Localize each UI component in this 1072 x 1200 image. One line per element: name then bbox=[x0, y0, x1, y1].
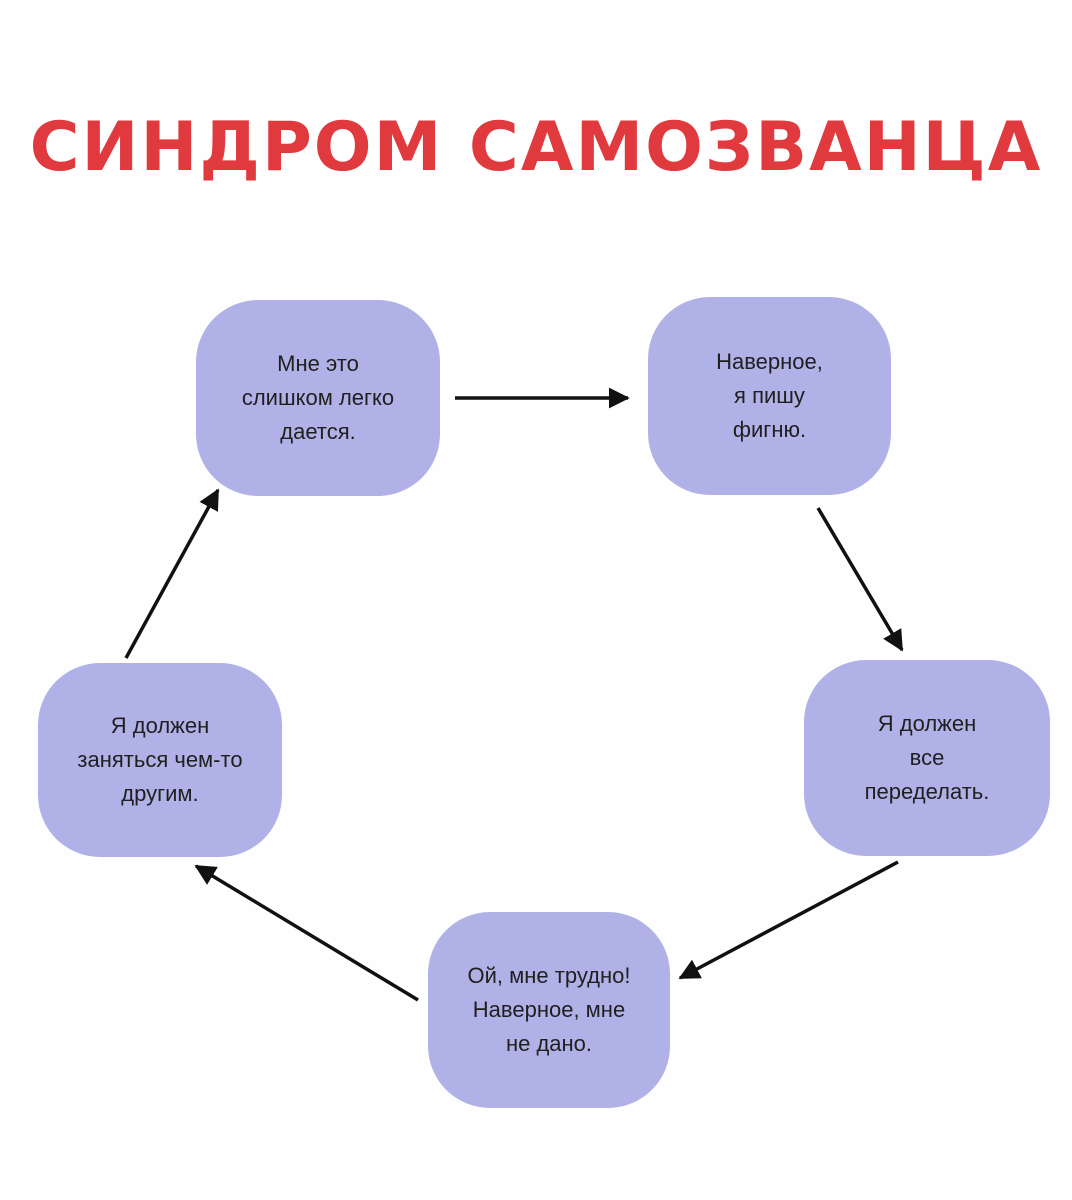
node-too-hard: Ой, мне трудно! Наверное, мне не дано. bbox=[428, 912, 670, 1108]
node-line: другим. bbox=[121, 781, 199, 806]
node-line: Мне это bbox=[277, 351, 359, 376]
diagram-title: СИНДРОМ САМОЗВАНЦА bbox=[29, 108, 1043, 187]
arrow-5-to-1 bbox=[124, 488, 220, 659]
node-line: не дано. bbox=[505, 1031, 593, 1056]
node-too-easy: Мне это слишком легко дается. bbox=[196, 300, 440, 496]
node-line: Наверное, мне bbox=[472, 997, 626, 1022]
node-redo-everything: Я должен все переделать. bbox=[804, 660, 1050, 856]
node-line: все bbox=[909, 745, 945, 770]
node-line: дается. bbox=[280, 419, 356, 444]
node-do-something-else: Я должен заняться чем-то другим. bbox=[38, 663, 282, 857]
node-line: переделать. bbox=[864, 779, 990, 804]
node-line: Я должен bbox=[110, 713, 210, 738]
node-line: Наверное, bbox=[716, 349, 823, 374]
arrow-3-to-4 bbox=[678, 860, 899, 980]
node-line: я пишу bbox=[734, 383, 805, 408]
node-line: Я должен bbox=[877, 711, 977, 736]
arrow-4-to-5 bbox=[194, 864, 419, 1002]
node-line: заняться чем-то bbox=[77, 747, 243, 772]
arrow-2-to-3 bbox=[816, 507, 904, 652]
node-line: слишком легко bbox=[241, 385, 395, 410]
node-writing-nonsense: Наверное, я пишу фигню. bbox=[648, 297, 891, 495]
node-line: Ой, мне трудно! bbox=[467, 963, 631, 988]
node-line: фигню. bbox=[732, 417, 807, 442]
